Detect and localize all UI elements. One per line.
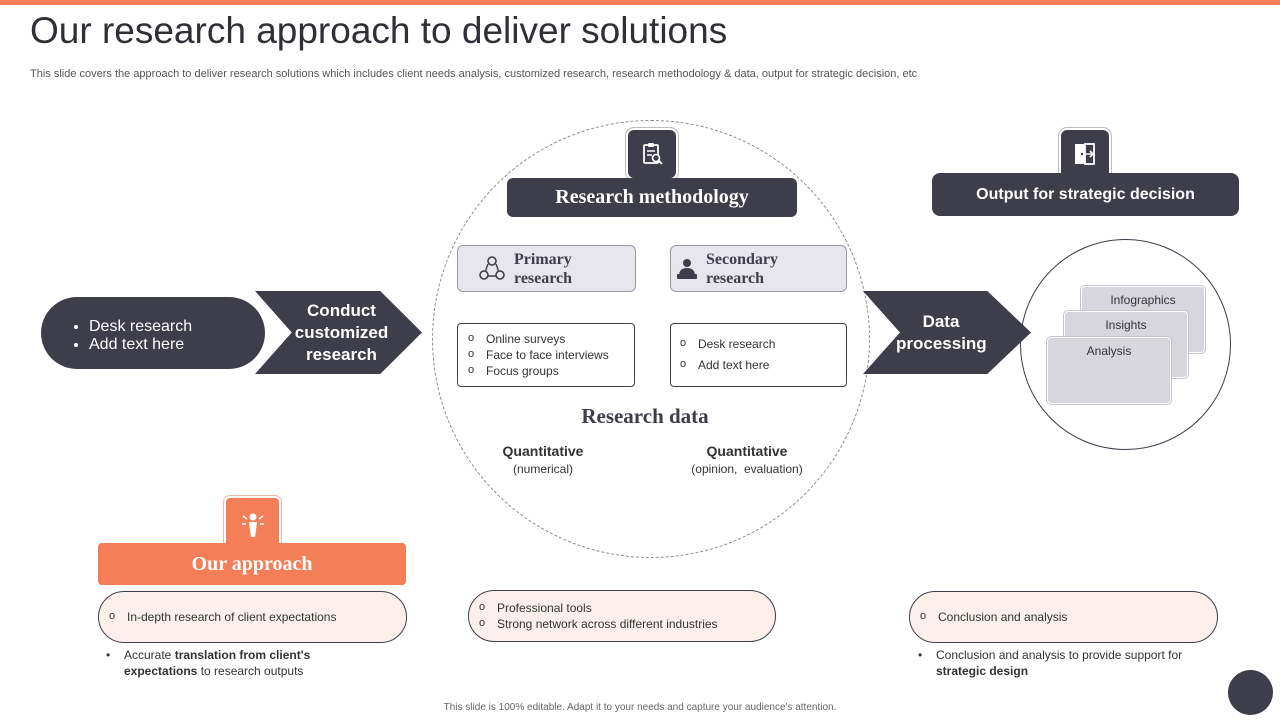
list-item: Strong network across different industri… xyxy=(479,617,718,631)
network-icon xyxy=(478,255,506,283)
output-circle xyxy=(1020,239,1231,450)
secondary-research-label: Secondary research xyxy=(706,250,778,287)
output-strategic-title: Output for strategic decision xyxy=(976,185,1195,203)
list-item: In-depth research of client expectations xyxy=(109,610,336,624)
approach-list-3: Conclusion and analysis xyxy=(910,610,1067,624)
approach-list-1: In-depth research of client expectations xyxy=(99,610,336,624)
approach-pill-3: Conclusion and analysis xyxy=(909,591,1218,643)
quantitative-opinion: Quantitative (opinion, evaluation) xyxy=(672,443,822,476)
quant-left-sub: (numerical) xyxy=(512,462,573,476)
person-laptop-icon xyxy=(676,257,698,281)
clipboard-search-icon xyxy=(626,128,678,180)
secondary-methods-list: Desk research Add text here xyxy=(680,337,846,372)
list-item: Desk research xyxy=(680,337,846,351)
primary-methods-list: Online surveys Face to face interviews F… xyxy=(468,332,634,378)
quantitative-numerical: Quantitative (numerical) xyxy=(478,443,608,476)
research-methodology-title: Research methodology xyxy=(555,186,749,208)
bullet-text: Accurate xyxy=(124,648,175,662)
left-input-pill: Desk research Add text here xyxy=(41,297,265,369)
bullet-bold: strategic design xyxy=(936,664,1029,678)
approach-bullet-2: Conclusion and analysis to provide suppo… xyxy=(916,647,1206,679)
list-item: Add text here xyxy=(680,358,846,372)
page-title: Our research approach to deliver solutio… xyxy=(30,10,728,51)
approach-list-2: Professional tools Strong network across… xyxy=(469,601,718,631)
chevron-label: Conduct customized research xyxy=(294,300,389,364)
analysis-card: Analysis xyxy=(1047,337,1171,404)
top-accent-bar xyxy=(0,0,1280,5)
data-processing-chevron: Data processing xyxy=(863,291,1031,374)
list-item: Online surveys xyxy=(468,332,634,346)
chevron-label: Data processing xyxy=(896,311,987,353)
approach-pill-2: Professional tools Strong network across… xyxy=(468,590,776,642)
bullet-bold: translation from client's expectations xyxy=(124,648,311,678)
conduct-research-chevron: Conduct customized research xyxy=(255,291,422,374)
quant-right-title: Quantitative xyxy=(706,443,788,459)
our-approach-title: Our approach xyxy=(191,552,313,575)
research-circle xyxy=(432,120,870,558)
approach-pill-1: In-depth research of client expectations xyxy=(98,591,407,643)
research-data-title: Research data xyxy=(581,404,709,428)
card-label: Insights xyxy=(1105,318,1147,332)
list-item: Conclusion and analysis xyxy=(920,610,1067,624)
card-label: Infographics xyxy=(1110,293,1176,307)
primary-research-label: Primary research xyxy=(514,250,573,287)
list-item: Face to face interviews xyxy=(468,348,634,362)
secondary-research-pill: Secondary research xyxy=(670,245,847,292)
quant-right-sub: (opinion, evaluation) xyxy=(691,462,803,476)
footer-note: This slide is 100% editable. Adapt it to… xyxy=(443,702,837,713)
our-approach-banner: Our approach xyxy=(98,543,406,585)
corner-decoration xyxy=(1228,670,1273,715)
page-subtitle: This slide covers the approach to delive… xyxy=(30,68,918,80)
bullet-text: to research outputs xyxy=(197,664,304,678)
primary-methods-box: Online surveys Face to face interviews F… xyxy=(457,323,635,387)
list-item: Desk research xyxy=(89,318,265,336)
research-methodology-banner: Research methodology xyxy=(507,178,797,217)
primary-research-pill: Primary research xyxy=(457,245,636,292)
quant-left-title: Quantitative xyxy=(502,443,584,459)
list-item: Focus groups xyxy=(468,364,634,378)
secondary-methods-box: Desk research Add text here xyxy=(670,323,847,387)
left-input-list: Desk research Add text here xyxy=(89,318,265,354)
output-strategic-banner: Output for strategic decision xyxy=(932,173,1239,216)
list-item: Add text here xyxy=(89,336,265,354)
person-idea-icon xyxy=(224,496,281,552)
bullet-text: Conclusion and analysis to provide suppo… xyxy=(936,648,1183,662)
approach-bullet-1: Accurate translation from client's expec… xyxy=(104,647,364,679)
card-label: Analysis xyxy=(1086,344,1132,358)
list-item: Professional tools xyxy=(479,601,718,615)
